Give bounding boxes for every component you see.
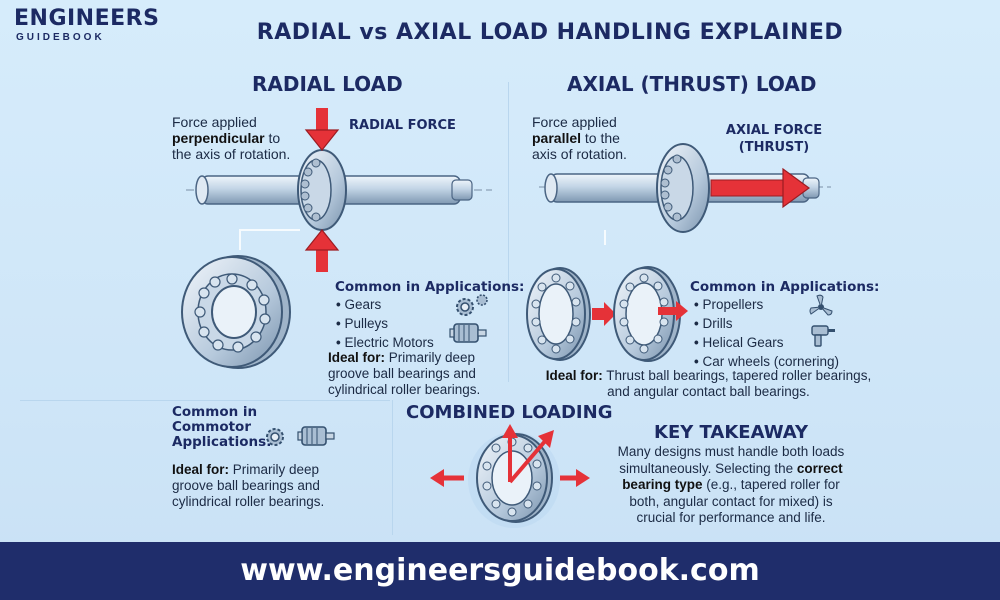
propeller-icon <box>809 294 833 316</box>
radial-heading: RADIAL LOAD <box>252 72 403 96</box>
axial-description: Force applied parallel to the axis of ro… <box>532 114 627 162</box>
radial-bearing-illustration <box>181 255 291 369</box>
axial-shaft-illustration <box>539 143 831 245</box>
list-item: Helical Gears <box>694 333 839 352</box>
commotor-ideal-for: Ideal for: Primarily deep groove ball be… <box>172 462 325 509</box>
list-item: Electric Motors <box>336 333 433 352</box>
takeaway-heading: KEY TAKEAWAY <box>654 422 809 443</box>
electric-motor-icon <box>449 323 487 343</box>
gear-icon <box>266 428 284 446</box>
section-divider <box>508 82 509 382</box>
footer-url[interactable]: www.engineersguidebook.com <box>240 553 760 588</box>
list-item: Gears <box>336 295 434 314</box>
radial-shaft-illustration <box>186 108 492 272</box>
combined-loading-illustration <box>430 424 590 528</box>
page-title: RADIAL vs AXIAL LOAD HANDLING EXPLAINED <box>256 20 844 45</box>
radial-description: Force applied perpendicular to the axis … <box>172 114 291 162</box>
gear-icon <box>476 294 488 306</box>
radial-apps-list: Gears Pulleys Electric Motors <box>336 295 434 352</box>
logo: ENGINEERS <box>14 6 160 31</box>
electric-motor-icon <box>297 426 335 446</box>
axial-ideal-for: Ideal for: Thrust ball bearings, tapered… <box>545 368 872 399</box>
combined-heading: COMBINED LOADING <box>406 402 613 423</box>
list-item: Pulleys <box>336 314 434 333</box>
commotor-heading: Common in Commotor Applications: <box>172 404 272 450</box>
axial-heading: AXIAL (THRUST) LOAD <box>567 72 817 96</box>
list-item: Drills <box>694 314 839 333</box>
drill-icon <box>811 325 835 347</box>
list-item: Propellers <box>694 295 839 314</box>
radial-force-label: RADIAL FORCE <box>349 118 456 133</box>
section-divider <box>392 400 393 535</box>
logo-subtitle: GUIDEBOOK <box>16 32 105 43</box>
gear-icon <box>456 298 474 316</box>
takeaway-text: Many designs must handle both loads simu… <box>617 444 845 525</box>
arrow-icon <box>658 301 688 321</box>
radial-apps-heading: Common in Applications: <box>335 279 525 295</box>
footer-bar <box>0 542 1000 600</box>
radial-ideal-for: Ideal for: Primarily deep groove ball be… <box>328 350 481 397</box>
axial-apps-list: Propellers Drills Helical Gears Car whee… <box>694 295 839 371</box>
axial-apps-heading: Common in Applications: <box>690 279 880 295</box>
section-divider <box>20 400 390 401</box>
axial-force-label: AXIAL FORCE (THRUST) <box>725 123 823 155</box>
list-item: Car wheels (cornering) <box>694 352 839 371</box>
